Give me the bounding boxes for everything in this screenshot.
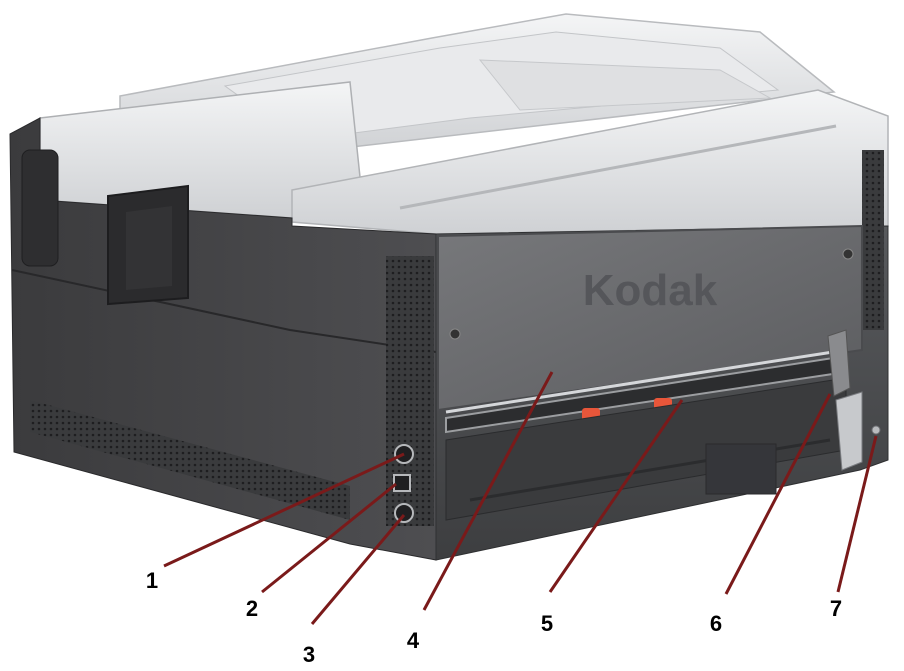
leader-7 [836,435,878,593]
power-switch-icon [394,503,414,523]
back-vent-right [862,150,884,330]
cover-screw-left [449,328,461,340]
paper-path-edge [445,348,847,414]
callout-3: 3 [303,642,315,667]
tray-slot [478,59,772,111]
security-lock-icon [871,425,881,435]
callout-1: 1 [146,568,158,593]
leader-5 [548,399,684,593]
callout-6: 6 [710,611,722,636]
usb-port-icon [393,474,411,492]
side-handle-left [21,149,59,267]
callout-2: 2 [246,596,258,621]
leader-4 [422,371,554,611]
callout-7: 7 [830,596,842,621]
leader-1 [163,452,405,568]
leader-2 [261,482,397,594]
security-bracket [835,391,863,471]
side-handle-inner [126,206,172,290]
cover-screw-right [842,248,854,260]
callout-4: 4 [407,628,420,653]
leader-lines [163,371,878,625]
callout-5: 5 [541,611,553,636]
release-lever [827,329,851,397]
leader-6 [724,393,832,595]
lower-block [705,443,777,495]
top-groove [399,124,837,210]
side-vent [30,400,350,520]
kodak-logo: Kodak [583,266,718,315]
leader-3 [310,514,406,625]
